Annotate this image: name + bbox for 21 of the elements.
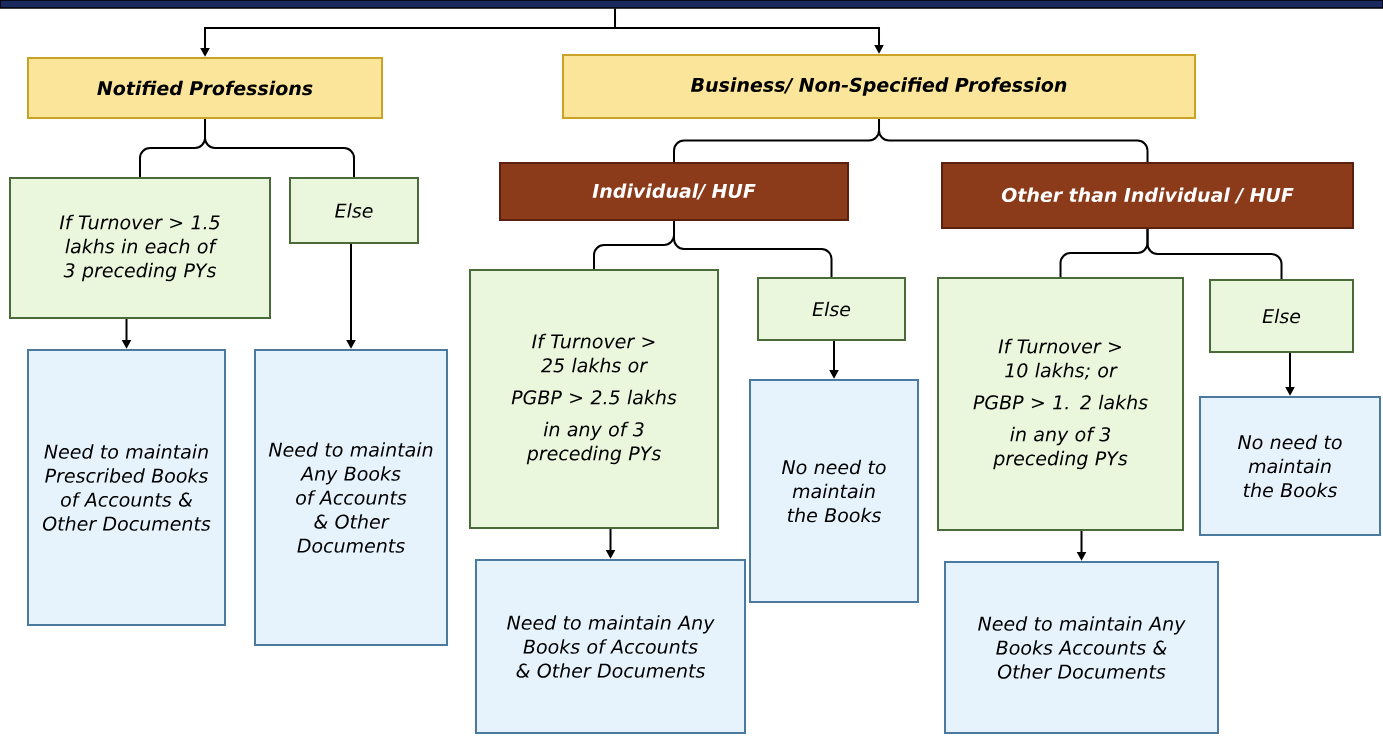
condition-box: If Turnover > 10 lakhs; or PGBP > 1. 2 lakhs in any of 3 preceding PYs bbox=[937, 277, 1184, 531]
header-bar bbox=[0, 0, 1383, 9]
condition-box: Else bbox=[757, 277, 906, 341]
connector bbox=[673, 220, 833, 278]
connector bbox=[878, 118, 1149, 163]
category-box: Business/ Non-Specified Profession bbox=[562, 54, 1196, 119]
connector bbox=[204, 118, 355, 178]
connector bbox=[1146, 228, 1283, 280]
entity-box: Individual/ HUF bbox=[499, 162, 849, 221]
entity-box: Other than Individual / HUF bbox=[941, 162, 1354, 229]
result-box: No need to maintain the Books bbox=[749, 379, 919, 603]
result-box: Need to maintain Any Books of Accounts & Other Documents bbox=[475, 559, 746, 734]
result-box: No need to maintain the Books bbox=[1199, 396, 1381, 536]
condition-box: If Turnover > 25 lakhs or PGBP > 2.5 lakhs in any of 3 preceding PYs bbox=[469, 269, 719, 529]
result-box: Need to maintain Any Books Accounts & Other Documents bbox=[944, 561, 1219, 734]
result-box: Need to maintain Any Books of Accounts & Other Documents bbox=[254, 349, 448, 646]
result-box: Need to maintain Prescribed Books of Accounts & Other Documents bbox=[27, 349, 226, 626]
category-box: Notified Professions bbox=[27, 57, 383, 119]
condition-box: If Turnover > 1.5 lakhs in each of 3 preceding PYs bbox=[9, 177, 271, 319]
condition-box: Else bbox=[289, 177, 419, 244]
condition-box: Else bbox=[1209, 279, 1354, 353]
